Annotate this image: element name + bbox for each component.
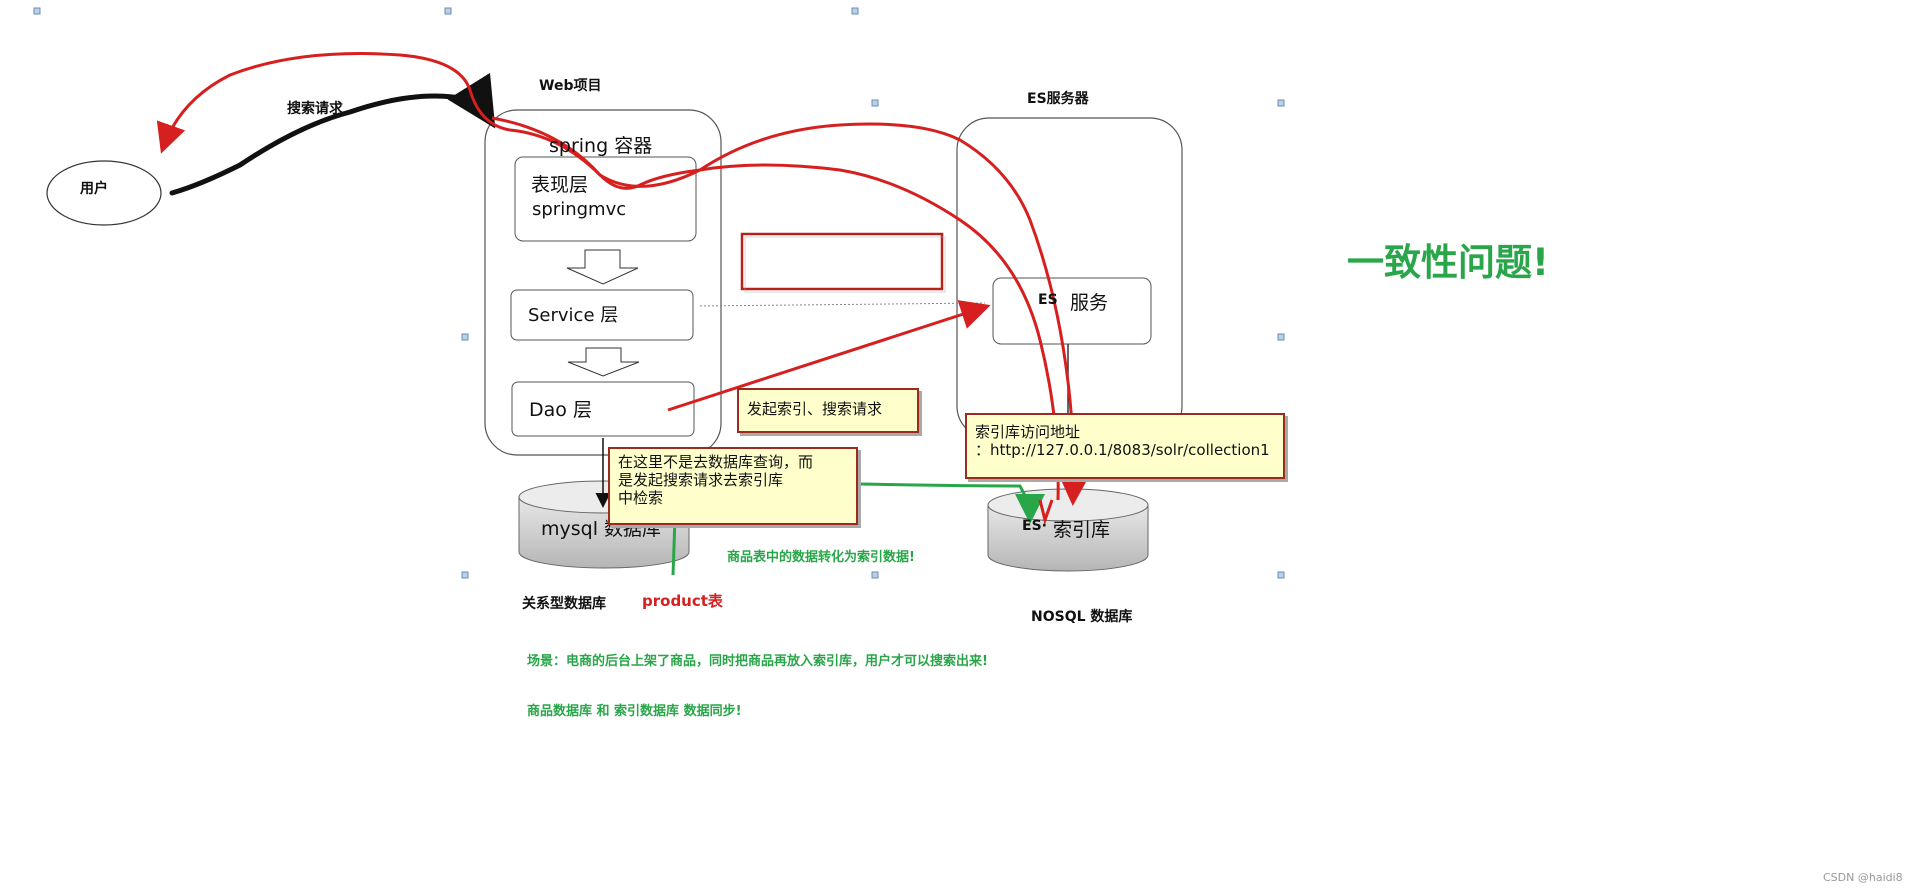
- consistency-problem-title: 一致性问题!: [1347, 241, 1549, 284]
- empty-red-box: [740, 232, 944, 291]
- es-service-prefix-label: ES: [1038, 292, 1058, 308]
- service-layer-label: Service 层: [528, 305, 619, 326]
- dao-layer-box: [511, 381, 695, 437]
- initiate-request-text: 发起索引、搜索请求: [747, 400, 883, 418]
- dao-to-es-arrow: [667, 300, 991, 412]
- initiate-request-note: 发起索引、搜索请求: [737, 388, 919, 433]
- service-layer-box: [510, 289, 694, 341]
- product-to-index-label: 商品表中的数据转化为索引数据!: [727, 550, 915, 565]
- hollow-arrow-1: [566, 249, 639, 285]
- red-forward-arrow: [491, 116, 1089, 506]
- presentation-layer-box: [514, 156, 697, 242]
- scenario-text: 场景：电商的后台上架了商品，同时把商品再放入索引库，用户才可以搜索出来!: [527, 654, 988, 669]
- service-es-dotted-line: [699, 302, 986, 307]
- es-service-label: 服务: [1070, 292, 1109, 314]
- presentation-layer-label-1: 表现层: [531, 174, 589, 196]
- search-request-label: 搜索请求: [287, 101, 343, 117]
- user-ellipse: [46, 160, 162, 226]
- es-server-label: ES服务器: [1027, 91, 1089, 107]
- web-project-label: Web项目: [539, 78, 602, 94]
- search-request-arrow: [169, 72, 496, 196]
- index-address-line-1: 索引库访问地址: [975, 423, 1081, 441]
- index-address-note: 索引库访问地址 ：http://127.0.0.1/8083/solr/coll…: [965, 413, 1285, 479]
- es-service-box: [992, 277, 1152, 345]
- not-database-line-3: 中检索: [618, 489, 664, 507]
- not-database-line-2: 是发起搜索请求去索引库: [618, 471, 784, 489]
- nosql-db-label: NOSQL 数据库: [1031, 609, 1133, 625]
- es-index-label: 索引库: [1053, 519, 1111, 541]
- user-label: 用户: [80, 181, 108, 197]
- selection-handles: [33, 7, 1285, 579]
- spring-container-label: spring 容器: [549, 135, 653, 157]
- es-index-prefix-label: ES·: [1022, 518, 1047, 534]
- index-address-line-2: ：http://127.0.0.1/8083/solr/collection1: [975, 441, 1270, 459]
- not-database-note: 在这里不是去数据库查询，而 是发起搜索请求去索引库 中检索: [608, 447, 858, 525]
- not-database-line-1: 在这里不是去数据库查询，而: [618, 453, 814, 471]
- sync-text: 商品数据库 和 索引数据库 数据同步!: [527, 704, 742, 719]
- product-table-label: product表: [642, 592, 723, 610]
- watermark: CSDN @haidi8: [1823, 871, 1903, 884]
- red-arrow-head-es: [1038, 499, 1054, 526]
- presentation-layer-label-2: springmvc: [532, 199, 627, 220]
- hollow-arrow-2: [567, 347, 640, 377]
- relational-db-label: 关系型数据库: [522, 596, 606, 612]
- dao-layer-label: Dao 层: [529, 399, 592, 421]
- red-return-arrow: [156, 52, 1060, 501]
